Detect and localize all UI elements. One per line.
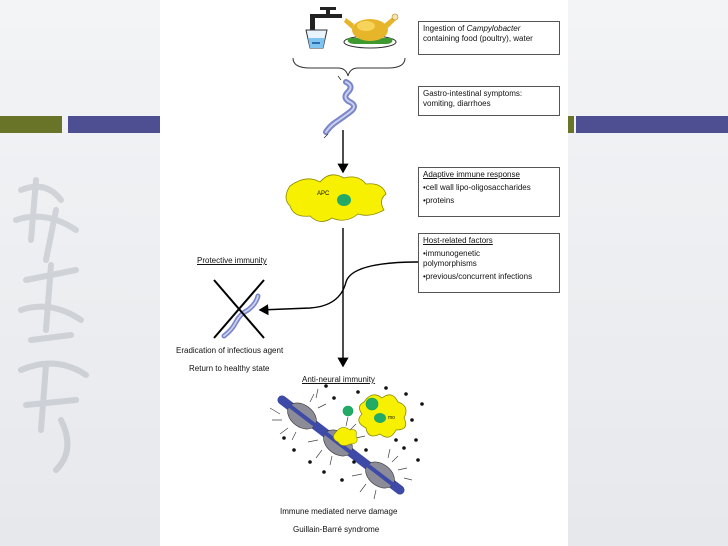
diagram-canvas: Ingestion of Campylobacter containing fo… [160,0,568,546]
host-title: Host-related factors [423,236,493,245]
healthy-state-label: Return to healthy state [189,364,270,373]
accent-band-purple-right [576,116,728,133]
nerve-damage-label: Immune mediated nerve damage [280,507,398,516]
campylobacter-bacteria-icon [323,75,357,139]
apc-cell-icon [285,174,387,222]
host-item-1: •immunogenetic polymorphisms [423,249,481,268]
accent-band-olive-left [0,116,62,133]
gi-symptoms-box: Gastro-intestinal symptoms: vomiting, di… [418,86,560,116]
background-right-panel [568,0,728,546]
host-item-2: •previous/concurrent infections [423,272,533,281]
apc-label: APC [317,191,330,197]
adaptive-title: Adaptive immune response [423,170,520,179]
nerve-damage-illustration [269,384,424,500]
gbs-label: Guillain-Barré syndrome [293,525,380,534]
gi-line-1: Gastro-intestinal symptoms: [423,89,523,98]
macrophage-label: mo [388,415,395,421]
roast-chicken-icon [343,13,399,49]
adaptive-item-2: •proteins [423,196,455,205]
protective-immunity-label: Protective immunity [197,256,267,265]
water-tap-icon [310,7,342,30]
diagram-graphics [213,7,424,500]
accent-band-olive-right [568,116,574,133]
host-factors-box: Host-related factors •immunogenetic poly… [418,233,560,293]
grouping-brace [292,57,406,77]
ingestion-organism: Campylobacter [466,24,521,33]
ingestion-prefix: Ingestion of [423,24,467,33]
accent-band-purple-left [68,116,160,133]
eradication-label: Eradication of infectious agent [176,346,284,355]
adaptive-immune-box: Adaptive immune response •cell wall lipo… [418,167,560,217]
anti-neural-immunity-label: Anti-neural immunity [302,375,375,384]
calligraphy-watermark [13,177,89,473]
gi-line-2: vomiting, diarrhoes [423,99,491,108]
background-left-panel [0,0,160,546]
water-glass-icon [305,29,328,49]
eliminated-bacteria-icon [213,279,265,339]
adaptive-item-1: •cell wall lipo-oligosaccharides [423,183,531,192]
ingestion-rest: containing food (poultry), water [423,34,533,43]
ingestion-box: Ingestion of Campylobacter containing fo… [418,21,560,55]
